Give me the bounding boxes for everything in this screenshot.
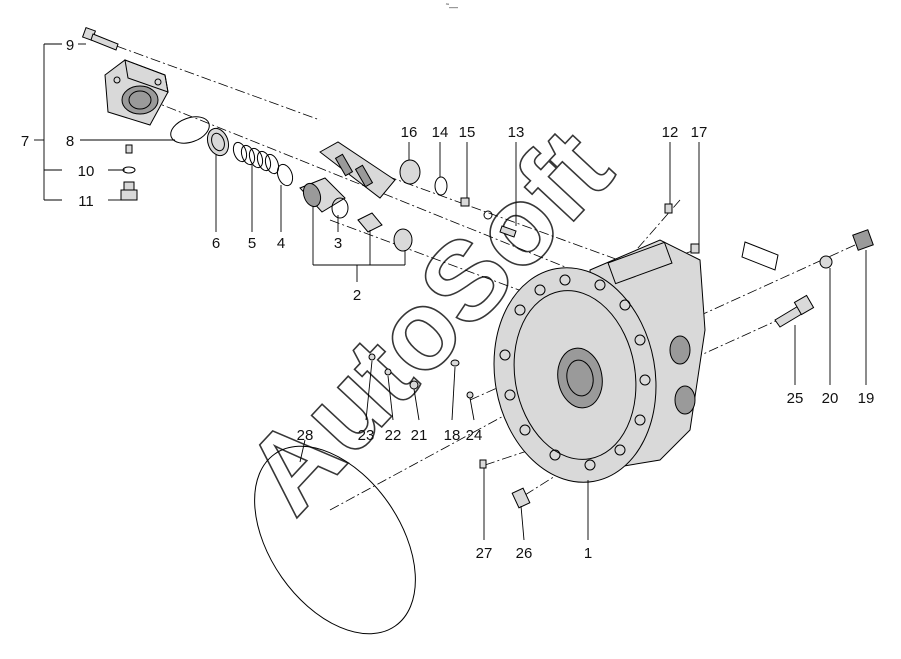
part-18-24-pins <box>368 353 474 399</box>
part-4-ring <box>276 163 294 187</box>
callout-11: 11 <box>78 193 94 210</box>
part-5-spring <box>232 141 280 175</box>
tag-plate <box>741 241 779 271</box>
callout-16: 16 <box>401 124 418 141</box>
callout-2: 2 <box>353 287 361 304</box>
part-9-bolt <box>81 26 119 51</box>
callout-3: 3 <box>334 235 342 252</box>
callout-17: 17 <box>691 124 708 141</box>
callout-18: 18 <box>444 427 461 444</box>
part-11-plug <box>120 181 138 201</box>
callout-23: 23 <box>358 427 375 444</box>
callout-26: 26 <box>516 545 533 562</box>
callout-24: 24 <box>466 427 483 444</box>
part-16-valve-spool <box>319 141 448 199</box>
callout-12: 12 <box>662 124 679 141</box>
part-17-plug <box>690 243 700 254</box>
callout-labels: 9 7 8 10 11 6 5 4 3 2 16 14 15 13 12 17 … <box>21 37 875 562</box>
part-19-plug <box>852 229 874 251</box>
part-26-pin <box>511 487 531 509</box>
callout-22: 22 <box>385 427 402 444</box>
part-13-screw <box>499 225 517 238</box>
part-8-oring <box>170 116 210 144</box>
callout-7: 7 <box>21 133 29 150</box>
part-25-bolt <box>774 294 815 328</box>
callout-20: 20 <box>822 390 839 407</box>
part-6-ring <box>206 127 230 157</box>
header-mark: ˜— <box>445 2 458 12</box>
part-12-screw <box>664 203 673 214</box>
part-1-pump-body <box>493 239 706 483</box>
part-27-pin <box>479 459 487 469</box>
callout-1: 1 <box>584 545 592 562</box>
callout-9: 9 <box>66 37 74 54</box>
callout-25: 25 <box>787 390 804 407</box>
callout-15: 15 <box>459 124 476 141</box>
part-2-spool <box>299 177 413 252</box>
callout-13: 13 <box>508 124 525 141</box>
part-7-housing <box>104 59 169 126</box>
part-15-pin <box>460 197 470 207</box>
callout-28: 28 <box>297 427 314 444</box>
callout-10: 10 <box>78 163 95 180</box>
callout-21: 21 <box>411 427 428 444</box>
callout-8: 8 <box>66 133 74 150</box>
part-14-washer <box>483 210 493 220</box>
callout-6: 6 <box>212 235 220 252</box>
callout-5: 5 <box>248 235 256 252</box>
part-20-washer <box>819 255 833 269</box>
callout-19: 19 <box>858 390 875 407</box>
part-28-gasket <box>254 445 416 635</box>
callout-27: 27 <box>476 545 493 562</box>
part-10-pin <box>125 144 133 154</box>
callout-14: 14 <box>432 124 449 141</box>
callout-4: 4 <box>277 235 285 252</box>
leader-lines <box>34 43 867 541</box>
